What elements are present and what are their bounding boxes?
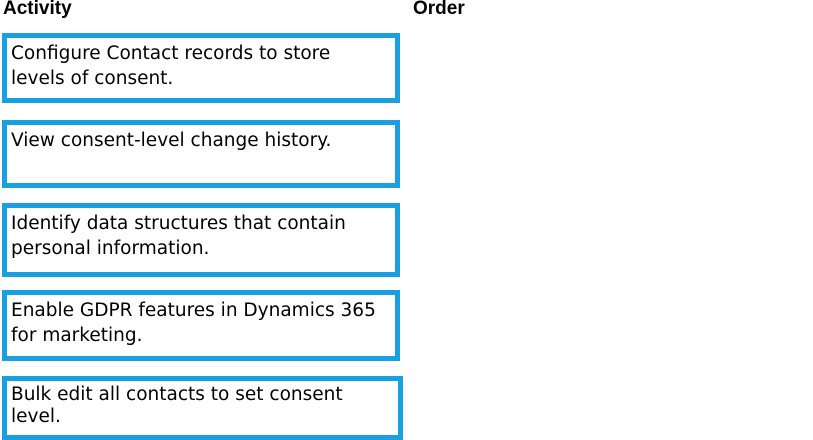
activity-item-configure-contact-records[interactable]: Configure Contact records to store level… <box>2 33 400 103</box>
activity-item-label: View consent-level change history. <box>11 130 332 151</box>
activity-column-header: Activity <box>3 0 72 19</box>
activity-item-identify-data-structures[interactable]: Identify data structures that contain pe… <box>2 203 400 277</box>
activity-item-label: Configure Contact records to store level… <box>11 43 331 89</box>
activity-item-enable-gdpr-features[interactable]: Enable GDPR features in Dynamics 365 for… <box>2 290 400 361</box>
activity-item-bulk-edit-contacts[interactable]: Bulk edit all contacts to set consent le… <box>2 376 403 440</box>
activity-item-view-change-history[interactable]: View consent-level change history. <box>2 120 400 188</box>
activity-item-label: Identify data structures that contain pe… <box>11 213 346 259</box>
activity-item-label: Bulk edit all contacts to set consent le… <box>11 384 343 427</box>
activity-list: Configure Contact records to store level… <box>2 33 403 440</box>
order-column-header: Order <box>413 0 465 19</box>
activity-item-label: Enable GDPR features in Dynamics 365 for… <box>11 300 376 346</box>
